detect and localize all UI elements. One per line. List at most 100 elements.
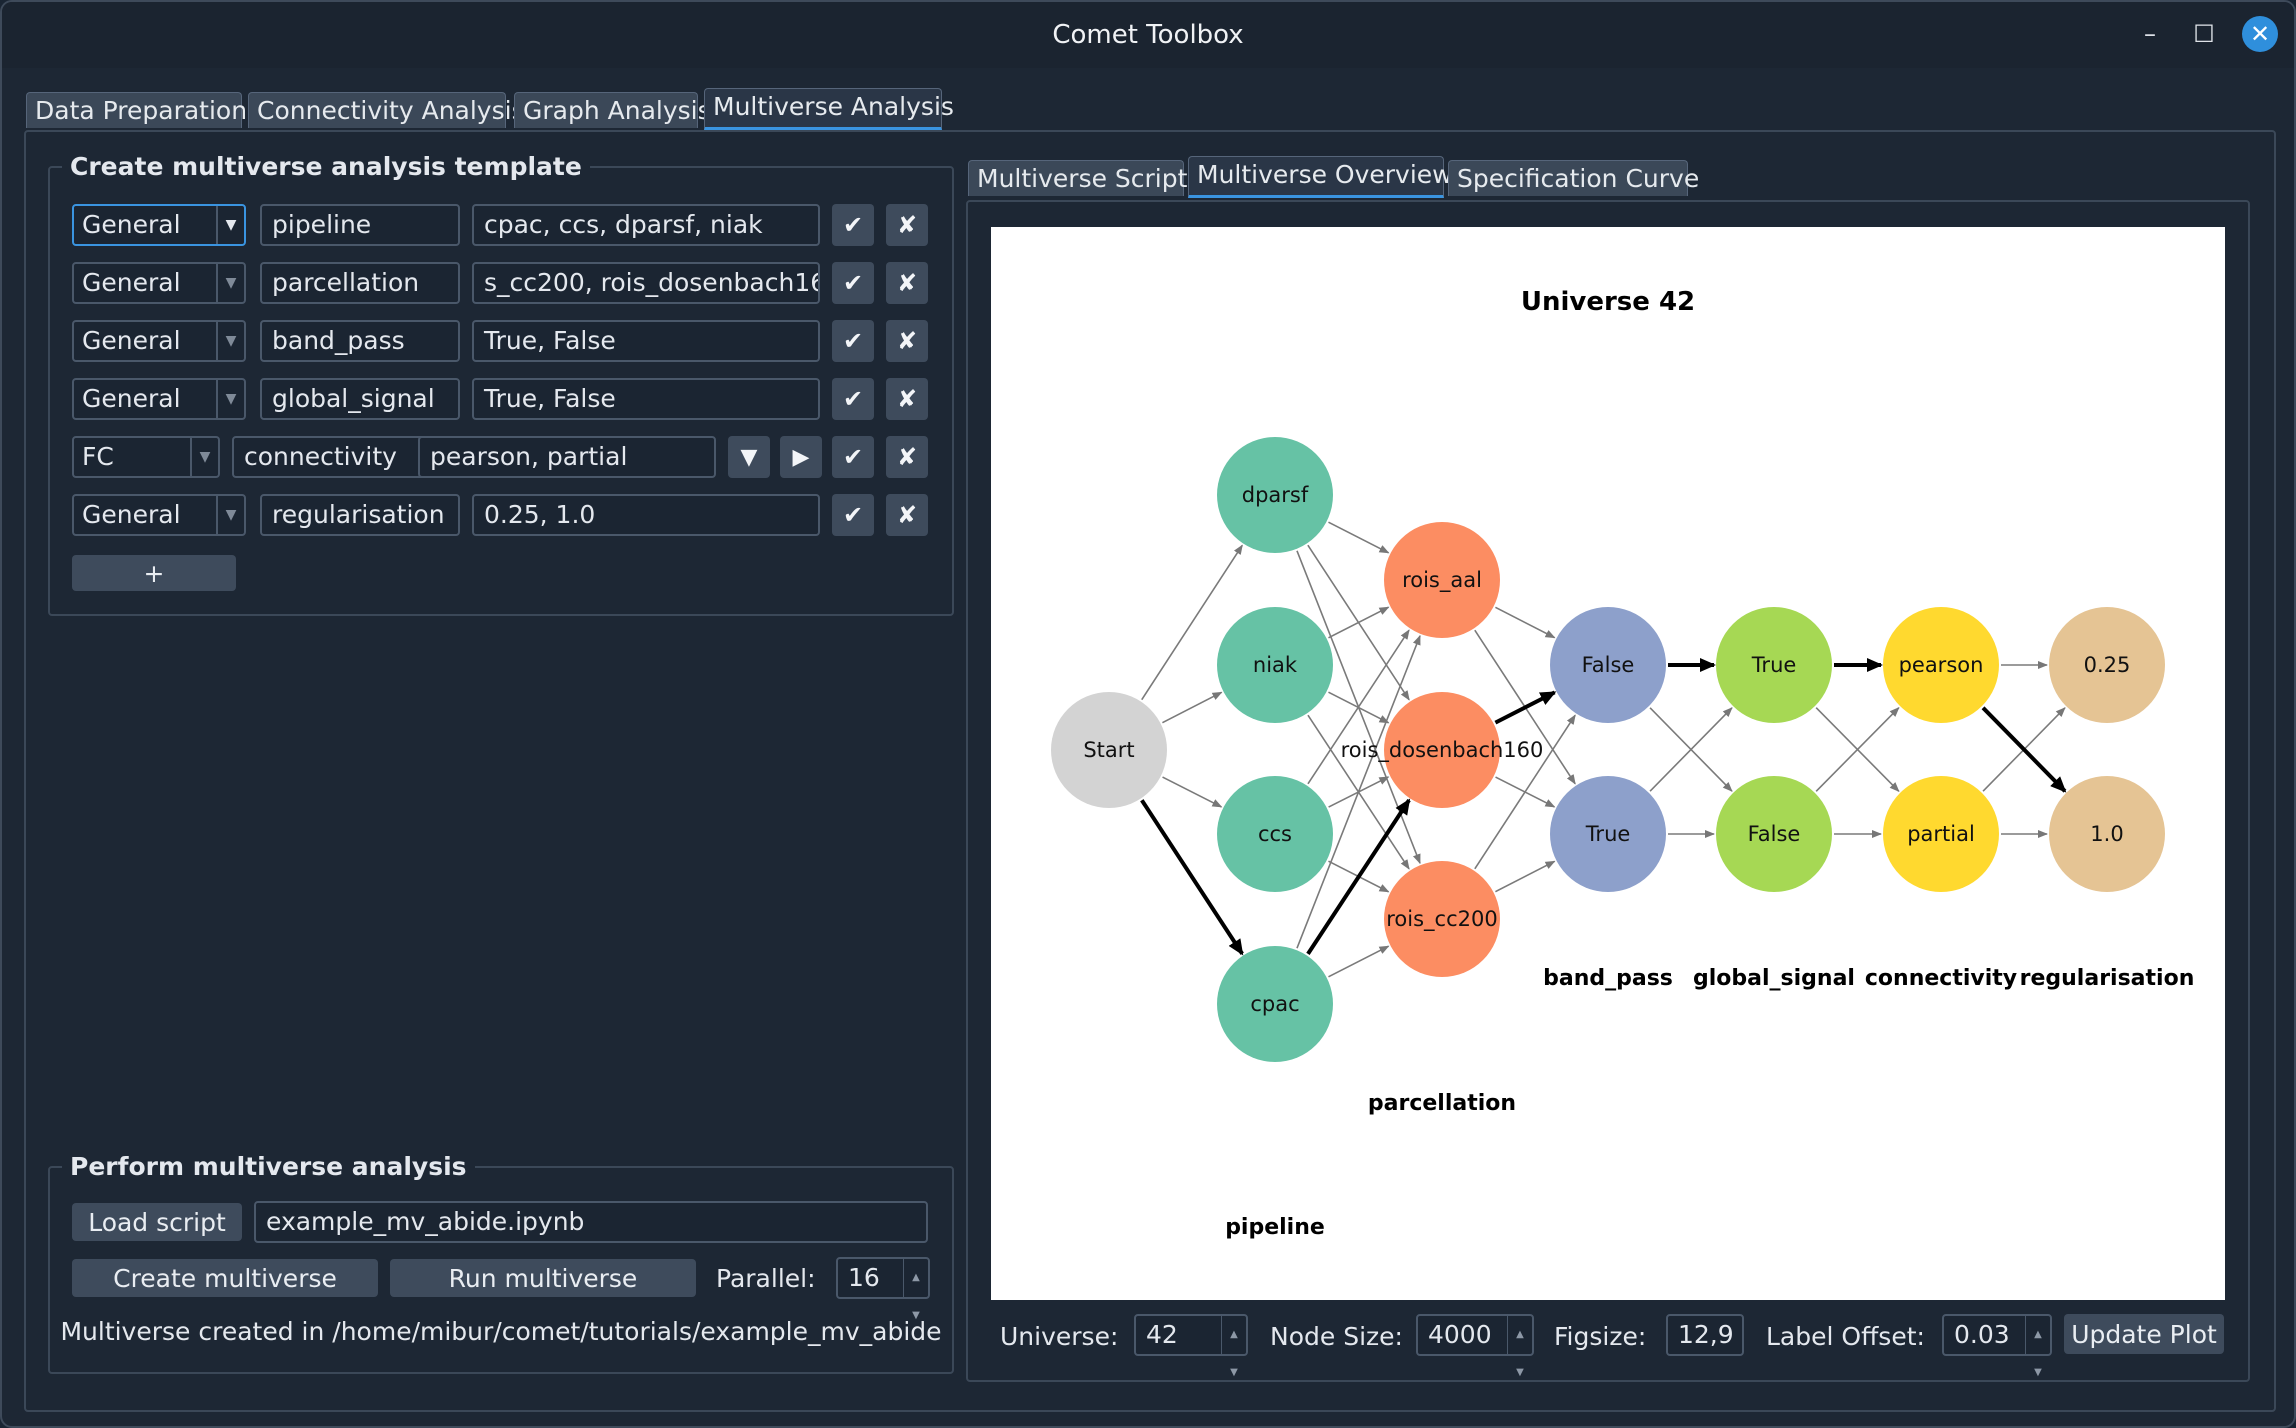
graph-node-label: niak (1253, 653, 1298, 677)
figsize-label: Figsize: (1554, 1322, 1647, 1351)
confirm-button[interactable]: ✔ (832, 262, 874, 304)
confirm-button[interactable]: ✔ (832, 378, 874, 420)
run-multiverse-button[interactable]: Run multiverse (390, 1259, 696, 1297)
tab-graph-analysis[interactable]: Graph Analysis (514, 92, 711, 128)
maximize-icon[interactable]: ☐ (2193, 20, 2215, 48)
option-name-field[interactable]: pipeline (260, 204, 460, 246)
chevron-down-icon: ▼ (216, 380, 244, 418)
graph-edge (1328, 606, 1390, 639)
next-option-button[interactable]: ▶ (780, 436, 822, 478)
expand-options-button[interactable]: ▼ (728, 436, 770, 478)
layer-label-band-pass: band_pass (1543, 966, 1673, 991)
option-name-field[interactable]: connectivity (232, 436, 432, 478)
node-size-spinbox[interactable]: 4000▲▼ (1416, 1314, 1534, 1378)
option-name-field[interactable]: global_signal (260, 378, 460, 420)
graph-node-r10 (2049, 776, 2165, 892)
graph-node-rois_aal (1384, 522, 1500, 638)
create-multiverse-button[interactable]: Create multiverse (72, 1259, 378, 1297)
figsize-field[interactable]: 12,9 (1666, 1314, 1744, 1356)
graph-node-label: 0.25 (2084, 653, 2131, 677)
template-group: Create multiverse analysis template (48, 152, 954, 616)
confirm-button[interactable]: ✔ (832, 204, 874, 246)
spin-arrows-icon[interactable]: ▲▼ (1221, 1316, 1246, 1378)
add-option-button[interactable]: + (72, 555, 236, 591)
option-values-field[interactable]: pearson, partial (418, 436, 716, 478)
remove-button[interactable]: ✘ (886, 262, 928, 304)
spin-arrows-icon[interactable]: ▲▼ (1507, 1316, 1532, 1378)
main-panel (24, 130, 2276, 1412)
tab-multiverse-script[interactable]: Multiverse Script (968, 160, 1187, 196)
option-name-field[interactable]: band_pass (260, 320, 460, 362)
confirm-button[interactable]: ✔ (832, 494, 874, 536)
graph-node-bp_true (1550, 776, 1666, 892)
chevron-down-icon: ▼ (216, 264, 244, 302)
layer-label-connectivity: connectivity (1865, 966, 2017, 991)
graph-node-r025 (2049, 607, 2165, 723)
type-combo[interactable]: General▼ (72, 494, 246, 536)
remove-button[interactable]: ✘ (886, 436, 928, 478)
graph-edge (1815, 706, 1900, 792)
tab-multiverse-analysis[interactable]: Multiverse Analysis (704, 88, 954, 130)
remove-button[interactable]: ✘ (886, 320, 928, 362)
layer-label-pipeline: pipeline (1225, 1215, 1325, 1240)
graph-node-label: pearson (1899, 653, 1984, 677)
highlight-edge (1140, 799, 1244, 956)
graph-node-ccs (1217, 776, 1333, 892)
graph-edge (1495, 860, 1556, 893)
spin-arrows-icon[interactable]: ▲▼ (903, 1259, 928, 1321)
load-script-button[interactable]: Load script (72, 1203, 242, 1241)
type-combo[interactable]: General▼ (72, 204, 246, 246)
tab-data-preparation[interactable]: Data Preparation (26, 92, 247, 128)
graph-node-cpac (1217, 946, 1333, 1062)
graph-node-rois_dosenbach160 (1384, 692, 1500, 808)
option-values-field[interactable]: True, False (472, 378, 820, 420)
remove-button[interactable]: ✘ (886, 494, 928, 536)
type-combo[interactable]: General▼ (72, 262, 246, 304)
graph-node-start (1051, 692, 1167, 808)
minimize-icon[interactable]: – (2144, 20, 2156, 48)
option-values-field[interactable]: s_cc200, rois_dosenbach160 (472, 262, 820, 304)
close-icon[interactable]: ✕ (2242, 16, 2278, 52)
graph-edge (1328, 945, 1390, 978)
update-plot-button[interactable]: Update Plot (2064, 1314, 2224, 1354)
type-combo[interactable]: General▼ (72, 378, 246, 420)
option-values-field[interactable]: 0.25, 1.0 (472, 494, 820, 536)
multiverse-graph: Startdparsfniakccscpacrois_aalrois_dosen… (1051, 287, 2195, 1240)
option-values-field[interactable]: True, False (472, 320, 820, 362)
graph-edge (1495, 606, 1556, 639)
graph-node-pearson (1883, 607, 1999, 723)
spin-arrows-icon[interactable]: ▲▼ (2025, 1316, 2050, 1378)
graph-node-label: False (1582, 653, 1635, 677)
option-name-field[interactable]: parcellation (260, 262, 460, 304)
layer-label-global-signal: global_signal (1693, 966, 1855, 991)
parallel-label: Parallel: (716, 1264, 816, 1293)
layer-label-regularisation: regularisation (2020, 966, 2195, 991)
graph-node-label: cpac (1250, 992, 1299, 1016)
remove-button[interactable]: ✘ (886, 204, 928, 246)
type-combo[interactable]: FC▼ (72, 436, 220, 478)
label-offset-spinbox[interactable]: 0.03▲▼ (1942, 1314, 2052, 1378)
graph-node-label: Start (1083, 738, 1134, 762)
confirm-button[interactable]: ✔ (832, 320, 874, 362)
status-text: Multiverse created in /home/mibur/comet/… (60, 1317, 942, 1346)
confirm-button[interactable]: ✔ (832, 436, 874, 478)
tab-specification-curve[interactable]: Specification Curve (1448, 160, 1699, 196)
graph-edge (1162, 691, 1223, 724)
tab-connectivity-analysis[interactable]: Connectivity Analysis (248, 92, 525, 128)
tab-multiverse-overview[interactable]: Multiverse Overview (1188, 156, 1453, 198)
graph-node-label: True (1751, 653, 1797, 677)
remove-button[interactable]: ✘ (886, 378, 928, 420)
option-name-field[interactable]: regularisation (260, 494, 460, 536)
type-combo[interactable]: General▼ (72, 320, 246, 362)
script-path-field[interactable]: example_mv_abide.ipynb (254, 1201, 928, 1243)
option-values-field[interactable]: cpac, ccs, dparsf, niak (472, 204, 820, 246)
chevron-down-icon: ▼ (216, 496, 244, 534)
label-offset-label: Label Offset: (1766, 1322, 1925, 1351)
highlight-edge (1306, 798, 1411, 955)
graph-node-label: ccs (1258, 822, 1292, 846)
universe-spinbox[interactable]: 42▲▼ (1134, 1314, 1248, 1378)
graph-edge (1307, 629, 1410, 785)
parallel-spinbox[interactable]: 16▲▼ (836, 1257, 930, 1321)
template-title: Create multiverse analysis template (62, 152, 590, 181)
